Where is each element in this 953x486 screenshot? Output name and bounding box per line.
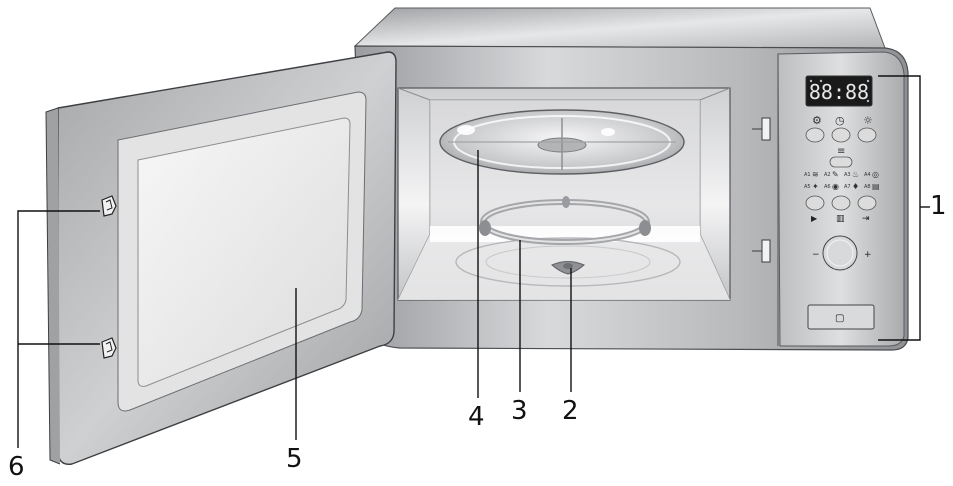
control-dial[interactable] <box>822 235 858 271</box>
door-open-icon: ▢ <box>835 313 844 324</box>
callout-5: 5 <box>286 444 303 474</box>
dial-minus-sign: − <box>812 250 820 260</box>
program-icon-a5: ✦ <box>812 182 819 191</box>
callout-3: 3 <box>511 396 528 426</box>
callout-1: 1 <box>930 191 947 221</box>
program-labels: A1 A2 A3 A4 A5 A6 A7 A8 <box>804 172 871 190</box>
leader-line-1 <box>878 75 921 341</box>
skip-icon: ⇥ <box>862 214 870 224</box>
program-label-a7: A7 <box>844 184 851 190</box>
program-label-a4: A4 <box>864 172 871 178</box>
start-button[interactable] <box>805 195 825 211</box>
quick-button[interactable] <box>857 195 877 211</box>
display-window <box>805 75 873 107</box>
display-readout: 88:88 <box>809 80 869 104</box>
program-label-a2: A2 <box>824 172 831 178</box>
menu-icon: ≡ <box>837 146 845 157</box>
callout-6: 6 <box>8 452 25 482</box>
clock-button[interactable] <box>831 127 851 143</box>
power-icon: ⚙ <box>812 114 822 127</box>
door-hook-bottom <box>101 337 117 359</box>
program-icons: ≋ ✎ ♨ ◎ ✦ ◉ ♦ ▤ <box>812 170 880 191</box>
dial-plus-sign: + <box>864 250 872 260</box>
power-button[interactable] <box>805 127 825 143</box>
callout-2: 2 <box>562 396 579 426</box>
latch-slot-bottom <box>761 239 771 263</box>
program-icon-a4: ◎ <box>872 170 879 179</box>
clock-icon: ◷ <box>835 114 845 127</box>
callout-4: 4 <box>468 402 485 432</box>
program-icon-a8: ▤ <box>872 182 880 191</box>
program-label-a8: A8 <box>864 184 871 190</box>
door-glass-window <box>137 117 351 387</box>
stop-button[interactable] <box>831 195 851 211</box>
menu-button[interactable] <box>829 156 853 168</box>
door-open-button[interactable] <box>807 304 875 330</box>
floor-ring-outline <box>455 237 681 287</box>
leader-line-6 <box>17 210 100 448</box>
program-label-a5: A5 <box>804 184 811 190</box>
program-icon-a6: ◉ <box>832 182 839 191</box>
stop-icon: ▥ <box>836 214 845 224</box>
grill-button[interactable] <box>857 127 877 143</box>
program-icon-a7: ♦ <box>852 182 859 191</box>
latch-slot-top <box>761 117 771 141</box>
door-hook-top <box>101 195 117 217</box>
program-label-a6: A6 <box>824 184 831 190</box>
program-icon-a1: ≋ <box>812 170 819 179</box>
program-label-a1: A1 <box>804 172 811 178</box>
program-icon-a2: ✎ <box>832 170 839 179</box>
program-icon-a3: ♨ <box>852 170 859 179</box>
program-label-a3: A3 <box>844 172 851 178</box>
grill-icon: ☼ <box>863 114 873 127</box>
play-icon: ▶ <box>811 214 818 223</box>
cabinet-top <box>353 7 886 49</box>
